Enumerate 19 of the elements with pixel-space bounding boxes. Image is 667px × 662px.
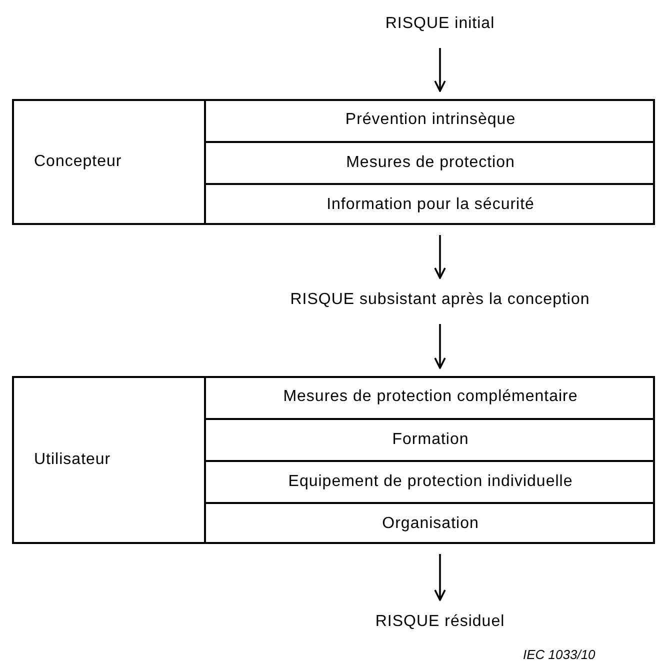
figure-number: IEC 1033/10	[523, 646, 596, 662]
arrow	[434, 48, 446, 92]
measure-cell: Mesures de protection	[204, 141, 655, 183]
risk-label: RISQUE subsistant après la conception	[220, 286, 660, 314]
role-label: Utilisateur	[34, 450, 111, 470]
risk-label: RISQUE initial	[340, 10, 540, 38]
arrow	[434, 324, 446, 369]
measure-cell: Organisation	[204, 502, 655, 544]
measure-cell: Equipement de protection individuelle	[204, 460, 655, 502]
arrow	[434, 554, 446, 601]
role-label: Concepteur	[34, 152, 122, 172]
arrow	[434, 235, 446, 279]
measure-cell: Information pour la sécurité	[204, 183, 655, 225]
table-box	[12, 99, 655, 225]
measure-cell: Mesures de protection complémentaire	[204, 376, 655, 418]
measure-cell: Prévention intrinsèque	[204, 99, 655, 141]
table-box	[12, 376, 655, 544]
risk-label: RISQUE résiduel	[340, 608, 540, 636]
measure-cell: Formation	[204, 418, 655, 460]
